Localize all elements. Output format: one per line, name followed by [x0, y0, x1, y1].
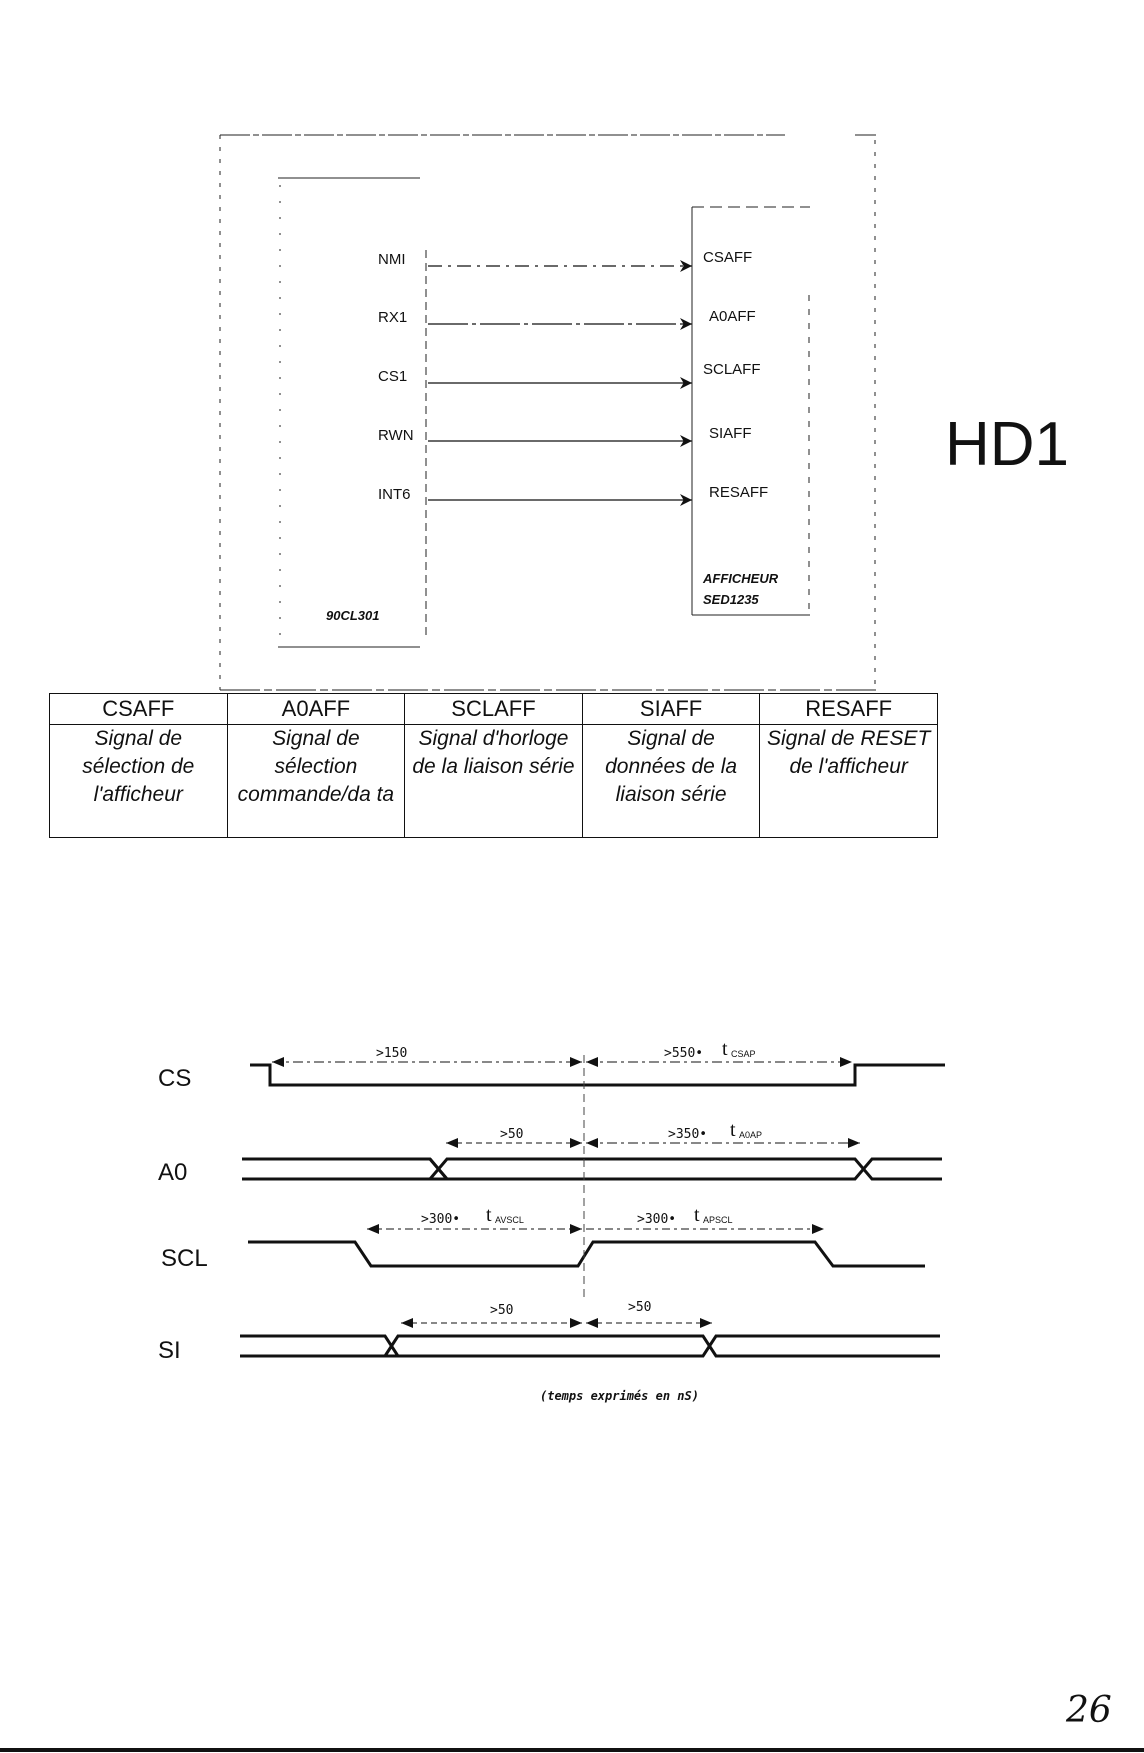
cs-after-label: >550• [664, 1046, 703, 1061]
table-cell: Signal de sélection de l'afficheur [49, 724, 228, 838]
connection-arrows [428, 260, 692, 506]
timing-signal-scl: SCL [161, 1245, 208, 1272]
display-label-line1: AFFICHEUR [702, 571, 779, 586]
pin-csaff: CSAFF [703, 249, 752, 266]
mcu-block [278, 177, 427, 648]
cs-t-label: t [722, 1038, 728, 1060]
timing-signal-a0: A0 [158, 1159, 187, 1186]
table-header-cell: RESAFF [759, 693, 938, 725]
table-cell: Signal de RESET de l'afficheur [759, 724, 938, 838]
timing-signal-si: SI [158, 1337, 181, 1364]
a0-t-label: t [730, 1119, 736, 1141]
pin-resaff: RESAFF [709, 484, 768, 501]
page-number: 26 [1065, 1690, 1112, 1731]
table-header-cell: SCLAFF [404, 693, 583, 725]
table-cell: Signal de données de la liaison série [581, 724, 761, 838]
hd1-label: HD1 [945, 410, 1069, 479]
table-header-cell: CSAFF [49, 693, 228, 725]
table-header-cell: A0AFF [226, 693, 406, 725]
display-label-line2: SED1235 [703, 592, 759, 607]
scl-before-label: >300• [421, 1212, 460, 1227]
a0-t-sub: A0AP [739, 1130, 762, 1140]
waveforms [240, 1063, 945, 1358]
cs-before-label: >150 [376, 1046, 407, 1061]
table-header-row: CSAFF A0AFF SCLAFF SIAFF RESAFF [49, 693, 938, 725]
scl-after-t-sub: APSCL [703, 1215, 733, 1225]
mcu-label: 90CL301 [326, 608, 379, 623]
pin-int6: INT6 [378, 486, 411, 503]
waveform-cs [250, 1063, 945, 1087]
waveform-a0 [242, 1157, 942, 1181]
si-after-label: >50 [628, 1300, 651, 1315]
pin-nmi: NMI [378, 251, 406, 268]
scl-before-t-label: t [486, 1204, 492, 1226]
display-block [691, 206, 810, 616]
waveform-scl [248, 1240, 925, 1268]
timing-dimensions [272, 1057, 860, 1328]
pin-cs1: CS1 [378, 368, 407, 385]
scl-before-t-sub: AVSCL [495, 1215, 524, 1225]
timing-units-note: (temps exprimés en nS) [540, 1389, 699, 1403]
scl-after-t-label: t [694, 1204, 700, 1226]
cs-t-sub: CSAP [731, 1049, 756, 1059]
block-diagram-frame [219, 134, 876, 691]
a0-after-label: >350• [668, 1127, 707, 1142]
pin-rwn: RWN [378, 427, 414, 444]
pin-sclaff: SCLAFF [703, 361, 761, 378]
waveform-si [240, 1334, 940, 1358]
pin-a0aff: A0AFF [709, 308, 756, 325]
si-before-label: >50 [490, 1303, 513, 1318]
table-header-cell: SIAFF [581, 693, 761, 725]
pin-rx1: RX1 [378, 309, 407, 326]
pin-siaff: SIAFF [709, 425, 752, 442]
timing-signal-cs: CS [158, 1065, 191, 1092]
table-row: Signal de sélection de l'afficheur Signa… [49, 724, 938, 838]
table-cell: Signal de sélection commande/da ta [226, 724, 406, 838]
a0-before-label: >50 [500, 1127, 523, 1142]
table-cell: Signal d'horloge de la liaison série [404, 724, 583, 838]
scl-after-label: >300• [637, 1212, 676, 1227]
signal-description-table: CSAFF A0AFF SCLAFF SIAFF RESAFF Signal d… [49, 693, 938, 838]
